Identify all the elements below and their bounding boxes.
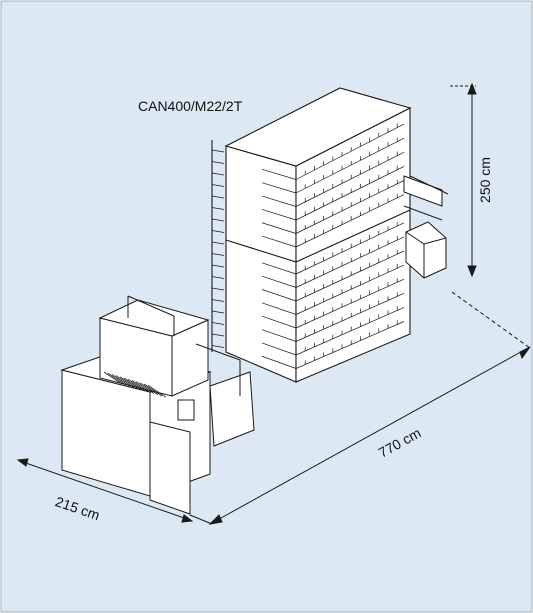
machine-door — [149, 421, 191, 515]
rack-left-shelf — [211, 241, 225, 245]
rack-left-shelves — [211, 149, 225, 348]
rack-left-shelf — [211, 207, 225, 210]
tower-front-shelf — [261, 262, 297, 275]
tower-side-shelf — [295, 250, 405, 302]
rack-left-shelf — [211, 333, 225, 337]
extractor-rail-lower — [403, 205, 443, 221]
rack-left-shelf — [211, 184, 225, 187]
rack-left-shelf — [211, 310, 225, 314]
machine-platform — [209, 371, 255, 447]
machine-conveyor — [195, 343, 241, 396]
tower-side-shelf — [295, 236, 405, 288]
rack-left-shelf — [211, 195, 225, 199]
length-arrow-left — [208, 514, 223, 525]
machine-cartridge — [119, 376, 139, 390]
length-arrow-right — [519, 346, 531, 360]
tower-front-shelf — [261, 275, 297, 288]
tower-front-shelf — [261, 209, 297, 221]
height-dimension-label: 250 cm — [477, 157, 493, 203]
storage-tower — [211, 87, 412, 383]
tower-front-shelf — [261, 222, 297, 234]
loading-machine — [60, 295, 255, 515]
length-extension-left — [189, 514, 213, 525]
machine-gantry-top — [98, 299, 210, 337]
machine-cartridge — [147, 384, 167, 398]
tower-front-shelves — [261, 169, 297, 369]
tower-side-shelf — [295, 194, 405, 248]
tower-front-face — [225, 145, 297, 383]
tower-side-shelf — [295, 292, 405, 342]
tower-side-shelf — [295, 123, 405, 180]
tower-front-shelf — [261, 342, 297, 356]
height-arrow-bottom — [467, 265, 477, 278]
tower-side-shelf — [295, 166, 405, 221]
rack-left-shelf — [211, 299, 225, 302]
rack-left-shelf — [211, 218, 225, 222]
tower-front-shelf — [261, 315, 297, 329]
rack-left-shelf — [211, 172, 225, 176]
machine-mast-beam — [127, 295, 175, 317]
tower-front-shelf — [261, 289, 297, 302]
machine-control-panel — [177, 399, 195, 421]
tower-side-shelf — [295, 151, 405, 207]
machine-cartridge — [143, 383, 163, 397]
width-arrow-right — [181, 514, 194, 523]
tower-front-shelf — [261, 195, 297, 207]
tower-side-shelf — [295, 264, 405, 315]
width-arrow-left — [16, 458, 29, 467]
tower-front-shelf — [261, 169, 297, 180]
machine-cartridge — [111, 374, 131, 387]
tower-side-shelf — [295, 222, 405, 275]
machine-cartridge-rack — [103, 371, 167, 398]
rack-left-shelf — [211, 253, 225, 256]
rack-left-shelf — [211, 276, 225, 279]
width-dimension-line — [19, 460, 191, 521]
machine-cartridge — [127, 378, 147, 392]
rack-left-shelf — [211, 287, 225, 291]
tower-side-shelves — [295, 123, 405, 369]
machine-cartridge — [139, 382, 159, 396]
rack-left-shelf — [211, 345, 225, 348]
machine-cartridge — [131, 380, 151, 393]
extractor-rail — [409, 175, 449, 195]
machine-cartridge — [103, 371, 123, 385]
machine-cartridge — [115, 375, 135, 388]
rack-left-shelf — [211, 322, 225, 325]
tower-side-shelf — [295, 321, 405, 369]
tower-front-shelf — [261, 235, 297, 248]
tower-top-face — [224, 87, 412, 167]
tower-side-split — [295, 209, 411, 263]
machine-cartridge — [107, 372, 127, 386]
tower-side-shelf — [295, 307, 405, 356]
tower-side-shelf — [295, 278, 405, 329]
tower-front-split — [225, 239, 297, 263]
machine-cartridge — [123, 377, 143, 391]
length-dimension-line — [211, 347, 529, 524]
tower-front-shelf — [261, 355, 297, 369]
tower-side-shelf — [295, 137, 405, 194]
tower-front-shelf — [261, 329, 297, 342]
machine-cartridge — [135, 381, 155, 394]
extractor-bin — [405, 221, 447, 279]
model-label: CAN400/M22/2T — [138, 98, 243, 114]
tower-front-shelf — [261, 182, 297, 194]
rack-left-shelf — [211, 149, 225, 153]
rack-left-shelf — [211, 161, 225, 164]
height-arrow-top — [467, 82, 477, 95]
rack-left-shelf — [211, 230, 225, 233]
tower-front-shelf — [261, 302, 297, 315]
length-extension-right — [451, 291, 531, 349]
extractor-assembly — [403, 175, 449, 279]
tower-side-shelf — [295, 180, 405, 234]
rack-left-shelf — [211, 264, 225, 268]
